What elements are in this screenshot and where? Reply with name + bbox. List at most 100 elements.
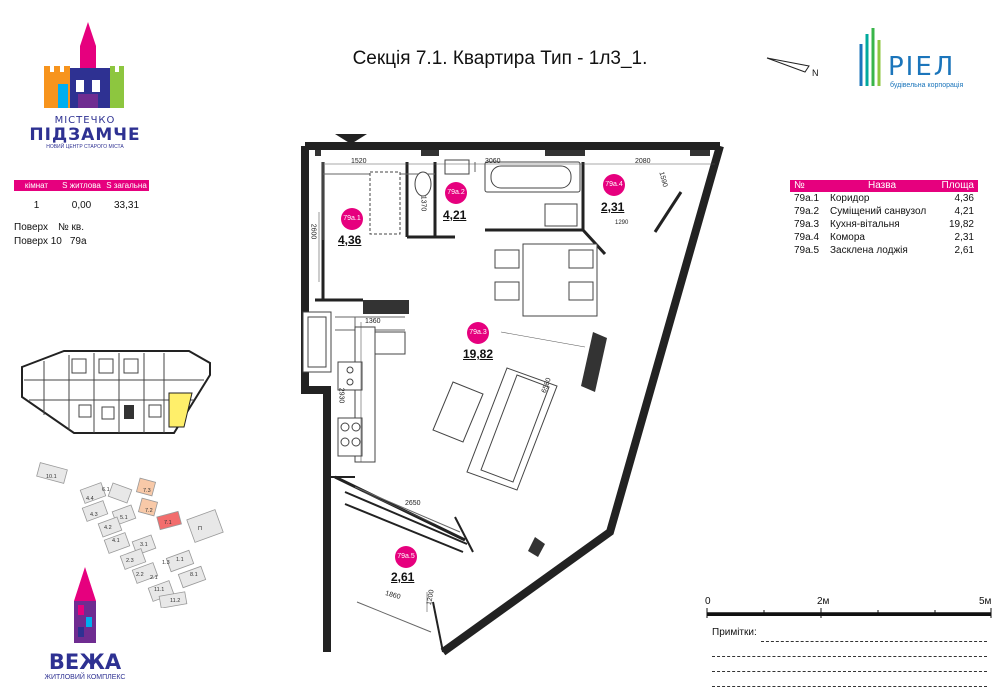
table-row: 79а.5 Засклена лоджія 2,61: [790, 244, 978, 257]
dimension-label: 1290: [615, 220, 629, 226]
table-row: 79а.4 Комора 2,31: [790, 231, 978, 244]
section-label: 1.3: [162, 560, 170, 566]
room-name: Кухня-вітальня: [830, 219, 900, 230]
tower-icon: [74, 567, 96, 643]
dimension-label: 2650: [405, 500, 421, 507]
room-number: 79а.1: [794, 193, 820, 204]
dimension-label: 1360: [365, 318, 381, 325]
floor-value: Поверх 10: [14, 236, 62, 247]
section-label: 4.1: [112, 538, 120, 544]
room-area-79a1: 4,36: [338, 233, 362, 247]
dimension-label: 1200: [425, 589, 436, 606]
apartment-info: кімнат S житлова S загальна 1 0,00 33,31…: [14, 180, 149, 249]
notes-line: [712, 657, 987, 672]
rooms-header-area: Площа: [941, 180, 975, 191]
room-area-79a5: 2,61: [391, 570, 415, 584]
riel-logo-icon: [859, 28, 881, 86]
section-label: 1.1: [176, 557, 184, 563]
logo-line1: МІСТЕЧКО: [54, 115, 116, 126]
room-name: Засклена лоджія: [830, 245, 908, 256]
scale-label-2m: 2м: [817, 596, 830, 607]
info-header-rooms: кімнат: [24, 181, 49, 190]
scale-label-0: 0: [705, 596, 711, 607]
info-header-total: S загальна: [106, 181, 147, 190]
info-values: 1 0,00 33,31: [14, 200, 149, 211]
rooms-table: № Назва Площа 79а.1 Коридор 4,36 79а.2 С…: [790, 180, 978, 257]
scale-ruler-icon: [706, 608, 992, 618]
castle-icon: [44, 22, 124, 108]
section-label: 4.4: [86, 496, 94, 502]
rooms-table-header: № Назва Площа: [790, 180, 978, 192]
room-area: 2,61: [954, 245, 974, 256]
logo-line2: ПІДЗАМЧЕ: [29, 125, 141, 145]
logo-line3: НОВИЙ ЦЕНТР СТАРОГО МІСТА: [46, 144, 124, 150]
mistechko-logo: МІСТЕЧКО ПІДЗАМЧЕ НОВИЙ ЦЕНТР СТАРОГО МІ…: [20, 14, 150, 164]
notes-label: Примітки:: [712, 627, 757, 638]
apartment-highlight: [168, 392, 193, 428]
section-label: 8.1: [190, 572, 198, 578]
site-plan: 10.1 6.1 4.4 7.3 4.3 5.1 7.2 7.1 П 4.2 4…: [36, 462, 224, 608]
apt-label: № кв.: [58, 222, 84, 233]
section-label: 10.1: [46, 474, 57, 480]
section-label: 2.1: [150, 575, 158, 581]
dimension-label: 1590: [657, 171, 669, 188]
dimension-label: 1370: [419, 195, 427, 212]
apt-value: 79а: [69, 236, 87, 247]
room-badge-79a4: 79а.4: [603, 174, 625, 196]
scale-label-5m: 5м: [979, 596, 992, 607]
table-row: 79а.2 Суміщений санвузол 4,21: [790, 205, 978, 218]
rooms-header-name: Назва: [867, 180, 897, 191]
floor-plan-labels: 79а.1 4,36 79а.2 4,21 79а.3 19,82 79а.4 …: [295, 132, 735, 662]
dimension-label: 6580: [540, 376, 553, 395]
section-label: 6.1: [102, 487, 110, 493]
room-area-79a4: 2,31: [601, 200, 625, 214]
room-area: 4,36: [954, 193, 974, 204]
room-badge-79a3: 79а.3: [467, 322, 489, 344]
info-header: кімнат S житлова S загальна: [14, 180, 149, 191]
room-area: 19,82: [948, 219, 974, 230]
apartment-floor-plan: [301, 134, 724, 656]
section-label: 11.2: [170, 598, 180, 604]
room-number: 79а.2: [794, 206, 820, 217]
notes-line: [712, 672, 987, 687]
rooms-header-number: №: [794, 180, 805, 191]
section-label: 2.2: [136, 572, 144, 578]
section-label: 7.1: [164, 520, 172, 526]
notes-line: [712, 642, 987, 657]
section-label: 5.1: [120, 515, 128, 521]
section-label: 11.1: [154, 587, 164, 593]
dimension-label: 1860: [384, 590, 402, 601]
info-living-value: 0,00: [71, 200, 92, 211]
info-rooms-value: 1: [33, 200, 40, 211]
info-total-value: 33,31: [113, 200, 140, 211]
north-label: N: [812, 68, 819, 78]
section-label: 4.3: [90, 512, 98, 518]
vezha-title: ВЕЖА: [48, 650, 122, 674]
vezha-logo: ВЕЖА ЖИТЛОВИЙ КОМПЛЕКС: [30, 565, 140, 690]
riel-name: РІЕЛ: [888, 52, 956, 82]
room-area: 4,21: [954, 206, 974, 217]
floor-label: Поверх: [14, 222, 48, 233]
table-row: 79а.3 Кухня-вітальня 19,82: [790, 218, 978, 231]
room-area: 2,31: [954, 232, 974, 243]
floor-key-plan: [21, 350, 211, 434]
notes-line: [760, 627, 987, 642]
room-badge-79a1: 79а.1: [341, 208, 363, 230]
dimension-label: 2600: [309, 223, 317, 240]
room-number: 79а.3: [794, 219, 820, 230]
dimension-label: 2930: [337, 387, 345, 404]
section-label: 3.1: [140, 542, 148, 548]
room-area-79a2: 4,21: [443, 208, 467, 222]
vezha-subtitle: ЖИТЛОВИЙ КОМПЛЕКС: [44, 674, 126, 681]
room-name: Комора: [830, 232, 865, 243]
table-row: 79а.1 Коридор 4,36: [790, 192, 978, 205]
section-label: 2.3: [126, 558, 134, 564]
section-label: 4.2: [104, 525, 112, 531]
notes: Примітки:: [712, 627, 987, 687]
page-title: Секція 7.1. Квартира Тип - 1л3_1.: [352, 48, 648, 69]
dimension-label: 3060: [485, 158, 501, 165]
dimension-label: 2080: [635, 158, 651, 165]
room-name: Суміщений санвузол: [830, 206, 927, 217]
riel-subtitle: будівельна корпорація: [890, 82, 964, 89]
section-label: П: [198, 526, 202, 532]
